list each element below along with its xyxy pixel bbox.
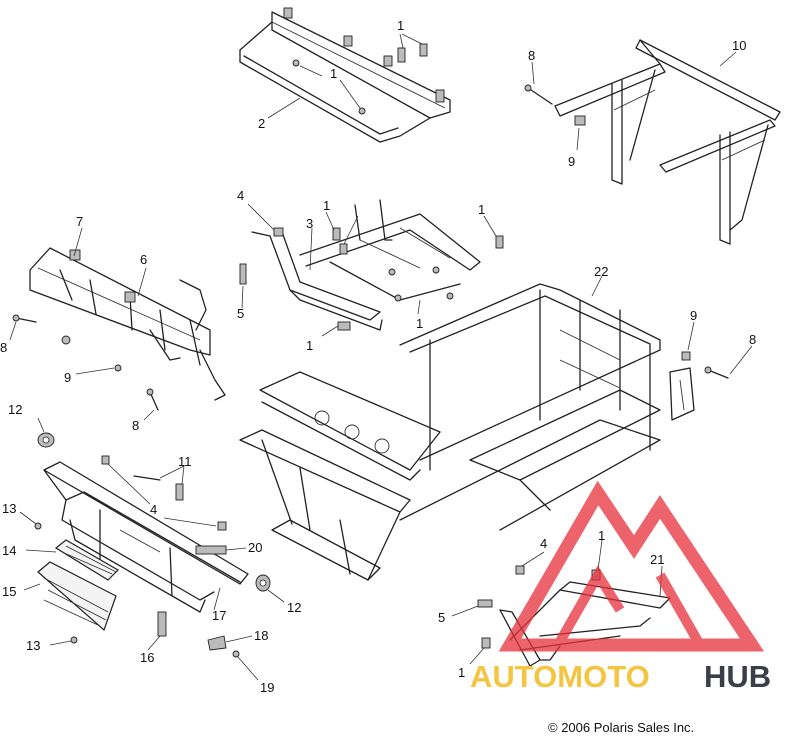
- seat-bracket: [251, 199, 481, 331]
- bolts-11: [133, 475, 184, 501]
- callout-3: 3: [306, 216, 313, 231]
- callout-12: 12: [8, 402, 22, 417]
- callout-1: 1: [416, 316, 423, 331]
- bushing-12-left: [37, 432, 55, 448]
- callout-1: 1: [598, 528, 605, 543]
- watermark-word-part1: AUTOMOTO: [470, 659, 650, 694]
- callout-1: 1: [478, 202, 485, 217]
- nut-4-bracket: [273, 227, 284, 237]
- grille-strip: [54, 539, 119, 581]
- callout-19: 19: [260, 680, 274, 695]
- callout-21: 21: [650, 552, 664, 567]
- bolt-8-left-lower: [146, 388, 159, 411]
- nut-9-right: [681, 351, 691, 361]
- pin-19: [232, 650, 240, 658]
- callout-8: 8: [528, 48, 535, 63]
- bolt-8-rack: [524, 84, 553, 105]
- nut-4-left: [101, 455, 227, 531]
- callout-1: 1: [458, 665, 465, 680]
- main-frame: [239, 283, 695, 581]
- callout-18: 18: [254, 628, 268, 643]
- callout-10: 10: [732, 38, 746, 53]
- callout-4: 4: [540, 536, 547, 551]
- bolt-8-right: [704, 366, 729, 379]
- callout-11: 11: [178, 454, 192, 469]
- fastener-13: [34, 522, 78, 644]
- callout-9: 9: [568, 154, 575, 169]
- callout-16: 16: [140, 650, 154, 665]
- callout-12: 12: [287, 600, 301, 615]
- rear-rack-frame: [554, 39, 781, 245]
- mesh-screen: [37, 561, 117, 632]
- callout-8: 8: [132, 418, 139, 433]
- nut-4-right: [515, 565, 525, 575]
- callout-14: 14: [2, 543, 16, 558]
- callout-13: 13: [2, 501, 16, 516]
- callout-17: 17: [212, 608, 226, 623]
- bolt-1-right: [481, 637, 491, 649]
- stud-16: [157, 611, 167, 637]
- callout-8: 8: [0, 340, 7, 355]
- front-bumper: [43, 461, 249, 613]
- automotohub-watermark-logo: AUTOMOTO HUB: [470, 480, 771, 694]
- callout-6: 6: [140, 252, 147, 267]
- bolt-5-right: [477, 599, 493, 608]
- watermark-triangle-icon: [498, 480, 765, 652]
- front-upper-frame: [29, 247, 226, 401]
- callout-1: 1: [330, 66, 337, 81]
- callout-2: 2: [258, 116, 265, 131]
- bushing-12-right: [255, 574, 271, 592]
- callout-1: 1: [306, 338, 313, 353]
- callout-1: 1: [397, 18, 404, 33]
- callout-15: 15: [2, 584, 16, 599]
- callout-8: 8: [749, 332, 756, 347]
- tube-20: [195, 545, 227, 555]
- callout-9: 9: [690, 308, 697, 323]
- seat-support-tray: [239, 7, 451, 143]
- callout-labels: 1 1 2 8 10 9 4 3 1 1 7 6 5 1 1 22 8 9 9 …: [0, 18, 756, 695]
- nut-9-left: [61, 335, 122, 372]
- callout-4: 4: [150, 502, 157, 517]
- callout-13: 13: [26, 638, 40, 653]
- watermark-word-part2: HUB: [704, 659, 771, 694]
- copyright-notice: © 2006 Polaris Sales Inc.: [548, 720, 695, 735]
- bolts-1-bracket: [332, 227, 504, 331]
- bolt-5-bracket: [239, 263, 247, 285]
- callout-20: 20: [248, 540, 262, 555]
- callout-22: 22: [594, 264, 608, 279]
- callout-4: 4: [237, 188, 244, 203]
- nut-9-rack: [574, 115, 586, 126]
- callout-9: 9: [64, 370, 71, 385]
- callout-5: 5: [237, 306, 244, 321]
- callout-1: 1: [323, 198, 330, 213]
- callout-5: 5: [438, 610, 445, 625]
- callout-7: 7: [76, 214, 83, 229]
- clip-18: [207, 635, 227, 651]
- bolt-1-top: [397, 43, 428, 63]
- bolt-8-left: [12, 314, 37, 323]
